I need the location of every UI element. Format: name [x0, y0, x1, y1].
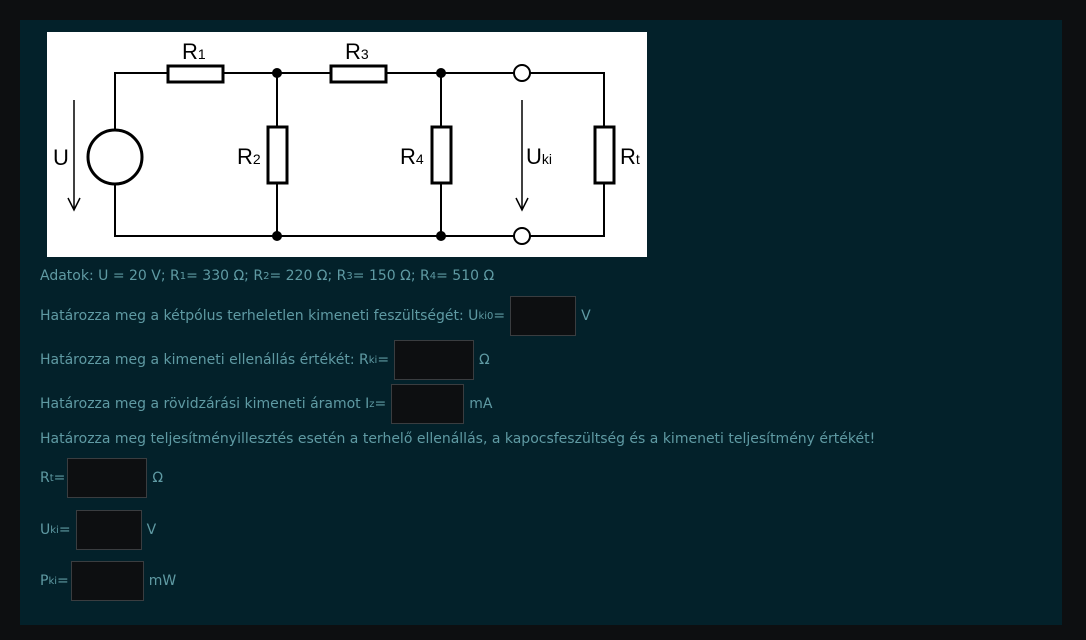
terminal-bottom — [513, 227, 531, 245]
iz-input[interactable] — [391, 384, 465, 424]
rt-input[interactable] — [67, 458, 148, 498]
arrow-u-icon — [67, 100, 81, 212]
svg-text:R2: R2 — [237, 144, 261, 169]
question-matching: Határozza meg teljesítményillesztés eset… — [40, 431, 876, 447]
svg-text:Rt: Rt — [620, 144, 640, 169]
resistor-r3 — [329, 64, 388, 84]
svg-text:Uki: Uki — [526, 144, 552, 169]
resistor-r2 — [266, 125, 289, 185]
question-rki: Határozza meg a kimeneti ellenállás érté… — [40, 340, 490, 380]
svg-text:R4: R4 — [400, 144, 424, 169]
resistor-rt — [593, 125, 616, 185]
resistor-r1 — [166, 64, 225, 84]
uki0-input[interactable] — [510, 296, 577, 336]
arrow-uki-icon — [515, 100, 529, 212]
uki-input[interactable] — [75, 510, 142, 550]
question-iz: Határozza meg a rövidzárási kimeneti ára… — [40, 384, 492, 424]
rki-input[interactable] — [394, 340, 475, 380]
question-uki0: Határozza meg a kétpólus terheletlen kim… — [40, 296, 591, 336]
pki-input[interactable] — [70, 561, 144, 601]
voltage-source-icon — [86, 128, 144, 186]
svg-text:U: U — [53, 145, 69, 170]
circuit-diagram: R1 R3 R2 R4 U Uki Rt — [47, 32, 647, 257]
terminal-top — [513, 64, 531, 82]
svg-text:R1: R1 — [182, 39, 206, 64]
svg-text:R3: R3 — [345, 39, 369, 64]
resistor-r4 — [430, 125, 453, 185]
